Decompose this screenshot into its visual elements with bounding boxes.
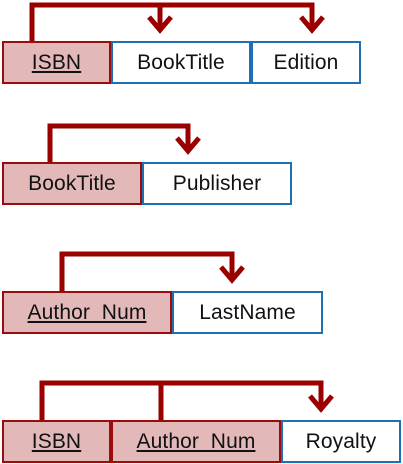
attribute-label: BookTitle xyxy=(137,50,225,74)
attribute-author-num: Author_Num xyxy=(111,420,281,463)
dependency-diagram-author: Author_Num LastName xyxy=(0,249,403,339)
dependency-arrows-publisher xyxy=(47,123,201,162)
arrowhead-icon xyxy=(299,15,325,34)
attribute-author-num: Author_Num xyxy=(2,291,172,334)
attribute-publisher: Publisher xyxy=(142,162,292,205)
attribute-isbn: ISBN xyxy=(2,41,111,84)
attribute-lastname: LastName xyxy=(172,291,323,334)
attribute-booktitle-determinant: BookTitle xyxy=(2,162,142,205)
dependency-line xyxy=(47,123,191,162)
dependency-arrows-book xyxy=(29,2,325,41)
attribute-label: ISBN xyxy=(31,429,82,453)
arrowhead-icon xyxy=(147,15,173,34)
attribute-label: Author_Num xyxy=(136,429,256,453)
attribute-label: Edition xyxy=(273,50,339,74)
attribute-label: Royalty xyxy=(305,429,377,453)
attribute-isbn: ISBN xyxy=(2,420,111,463)
dependency-line xyxy=(29,2,315,41)
attribute-label: Publisher xyxy=(172,171,262,195)
arrowhead-icon xyxy=(308,394,334,413)
attribute-label: BookTitle xyxy=(28,171,116,195)
attribute-edition: Edition xyxy=(251,41,361,84)
arrowhead-icon xyxy=(219,265,245,284)
attribute-label: ISBN xyxy=(31,50,82,74)
attribute-booktitle: BookTitle xyxy=(111,41,251,84)
dependency-line xyxy=(39,380,324,420)
dependency-arrows-royalty xyxy=(39,380,334,420)
dependency-diagram-royalty: ISBN Author_Num Royalty xyxy=(0,374,403,464)
dependency-diagram-book: ISBN BookTitle Edition xyxy=(0,0,403,90)
arrowhead-icon xyxy=(175,136,201,155)
dependency-diagram-publisher: BookTitle Publisher xyxy=(0,120,403,210)
attribute-royalty: Royalty xyxy=(281,420,401,463)
dependency-line xyxy=(59,251,235,291)
attribute-label: LastName xyxy=(199,300,296,324)
attribute-label: Author_Num xyxy=(27,300,147,324)
dependency-arrows-author xyxy=(59,251,245,291)
